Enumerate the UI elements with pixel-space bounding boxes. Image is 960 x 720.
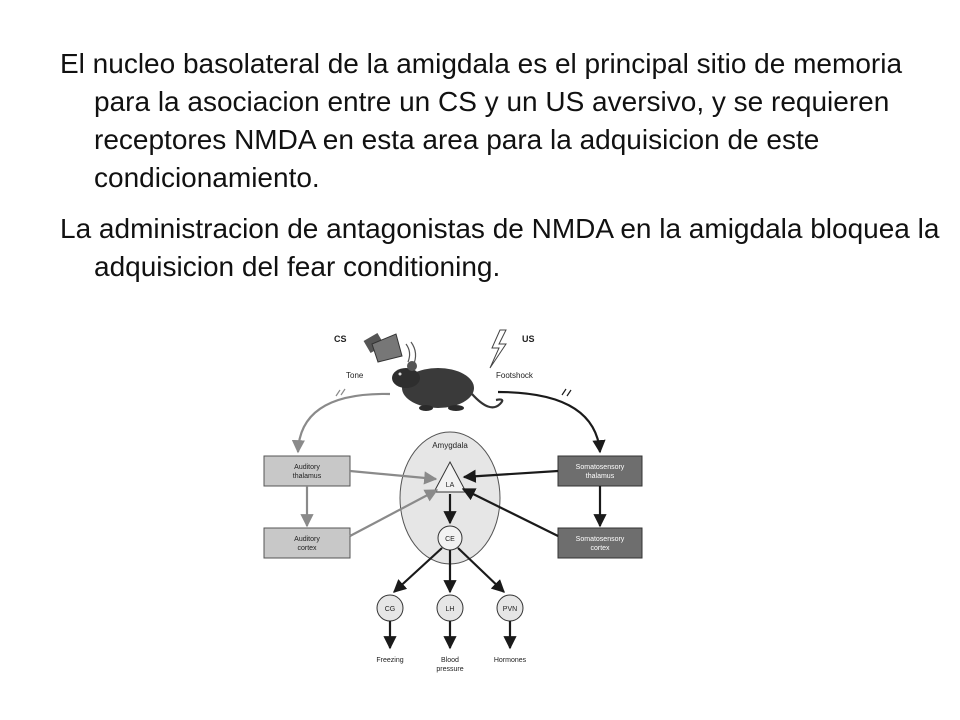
auditory-cortex-line-1: Auditory bbox=[294, 536, 320, 543]
tone-label: Tone bbox=[346, 371, 364, 380]
ce-label: CE bbox=[445, 536, 455, 543]
blood-pressure-line-2: pressure bbox=[436, 666, 463, 673]
lh-label: LH bbox=[446, 606, 455, 613]
hormones-label: Hormones bbox=[494, 657, 527, 664]
paragraph-1: El nucleo basolateral de la amigdala es … bbox=[60, 48, 903, 193]
auditory-cortex-line-2: cortex bbox=[297, 545, 317, 552]
somatosensory-cortex-line-2: cortex bbox=[590, 545, 610, 552]
la-node bbox=[433, 460, 467, 493]
blood-pressure-line-1: Blood bbox=[441, 657, 459, 664]
speaker-icon bbox=[363, 332, 417, 367]
auditory-cortex-box bbox=[263, 527, 351, 559]
auditory-thalamus-line-2: thalamus bbox=[293, 473, 322, 480]
somatosensory-thalamus-line-2: thalamus bbox=[586, 473, 615, 480]
somatosensory-cortex-line-1: Somatosensory bbox=[576, 536, 625, 543]
footshock-label: Footshock bbox=[496, 371, 534, 380]
somatosensory-thalamus-line-1: Somatosensory bbox=[576, 464, 625, 471]
cg-label: CG bbox=[385, 606, 396, 613]
fear-conditioning-diagram: CS US Tone Footshock Amygdala LA CE Audi… bbox=[263, 329, 643, 673]
auditory-thalamus-box bbox=[263, 455, 351, 487]
us-label: US bbox=[522, 334, 535, 344]
lightning-icon bbox=[489, 329, 507, 369]
freezing-label: Freezing bbox=[376, 657, 403, 664]
amygdala-label: Amygdala bbox=[432, 441, 468, 450]
pvn-label: PVN bbox=[503, 606, 517, 613]
somatosensory-cortex-box bbox=[557, 527, 643, 559]
auditory-thalamus-line-1: Auditory bbox=[294, 464, 320, 471]
somatosensory-thalamus-box bbox=[557, 455, 643, 487]
la-label: LA bbox=[446, 482, 455, 489]
cs-label: CS bbox=[334, 334, 347, 344]
paragraph-2: La administracion de antagonistas de NMD… bbox=[60, 213, 940, 282]
rat-icon bbox=[392, 361, 504, 411]
